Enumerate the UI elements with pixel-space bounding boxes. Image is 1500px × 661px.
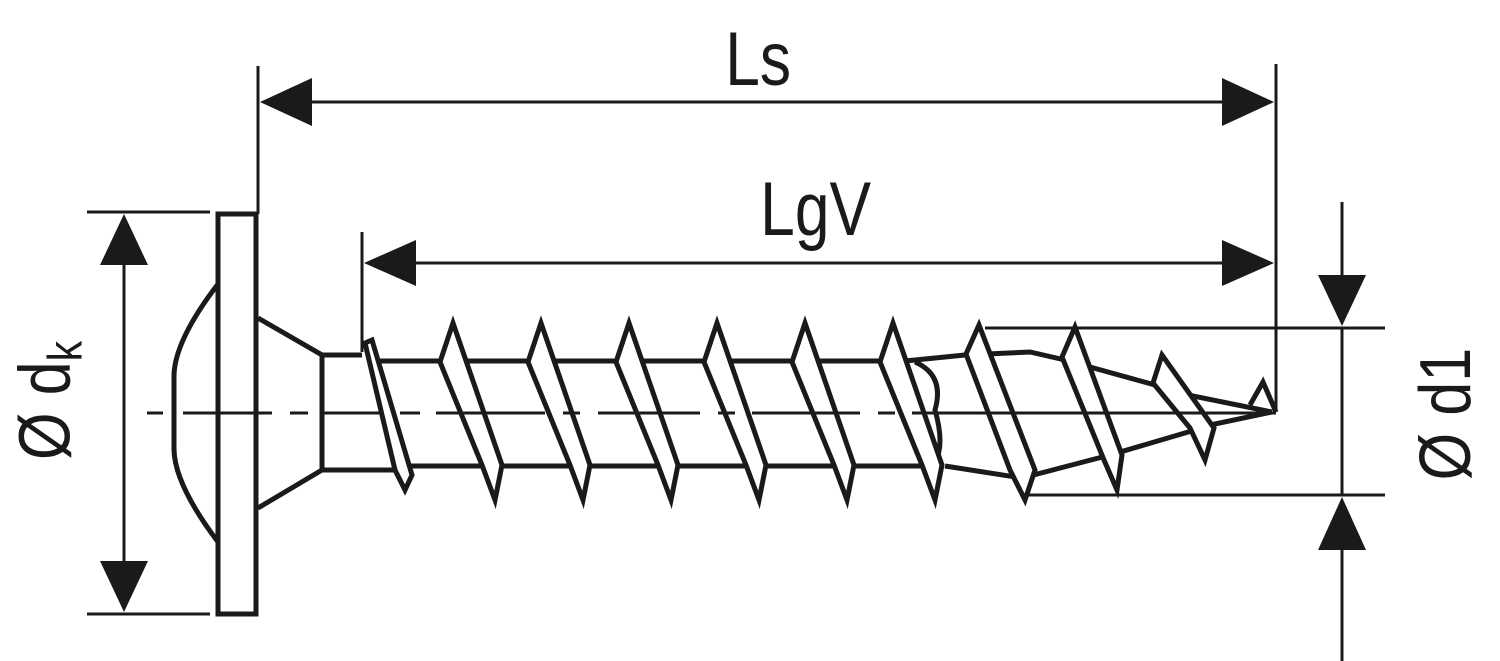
lgv-left-arrow xyxy=(364,240,416,286)
head-diameter-symbol: Ø d xyxy=(5,361,86,461)
ls-right-arrow xyxy=(1222,78,1274,126)
arrowheads xyxy=(100,78,1366,612)
head-diameter-label: Ø dk xyxy=(6,340,93,460)
thread-diameter-label: Ø d1 xyxy=(1406,347,1487,481)
dk-bottom-arrow xyxy=(100,561,148,612)
lgv-right-arrow xyxy=(1222,240,1274,286)
d1-bottom-arrow xyxy=(1318,497,1366,550)
d1-top-arrow xyxy=(1318,275,1366,326)
head-diameter-subscript: k xyxy=(39,340,93,362)
thread-length-label: LgV xyxy=(760,167,872,252)
dk-top-arrow xyxy=(100,214,148,265)
overall-length-label: Ls xyxy=(725,17,792,102)
ls-left-arrow xyxy=(260,78,312,126)
extension-lines xyxy=(87,64,1385,616)
